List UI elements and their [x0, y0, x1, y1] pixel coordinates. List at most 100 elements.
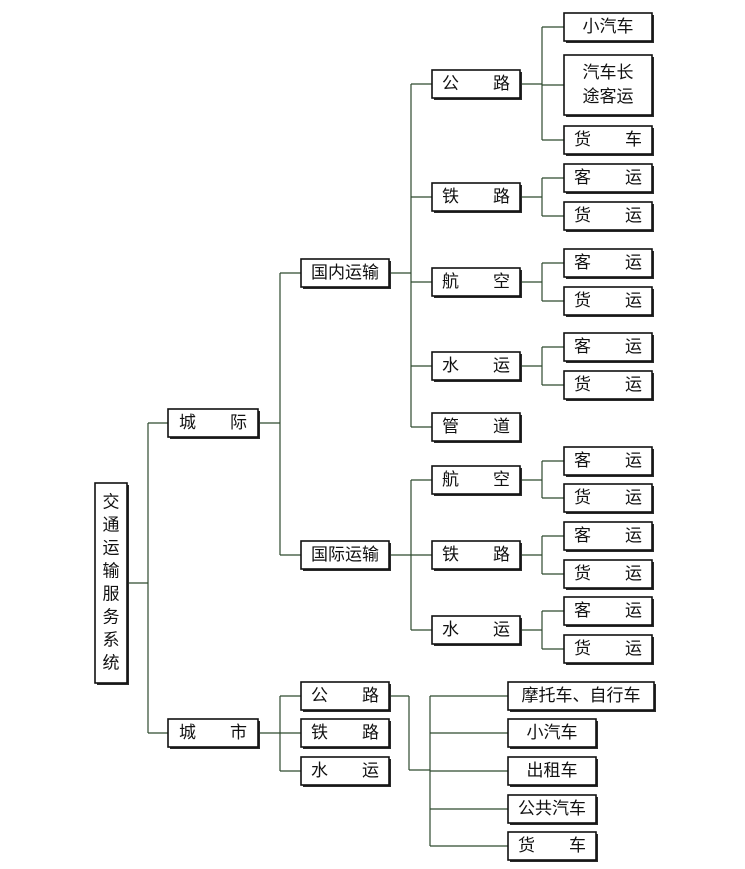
domestic-mode-1-box — [431, 182, 521, 212]
international-mode-1: 铁 路 — [431, 540, 522, 571]
international-mode-1-item-0-box — [563, 521, 653, 551]
international-mode-1-item-1-box — [563, 559, 653, 589]
urban-mode-1: 铁 路 — [300, 718, 391, 749]
international-mode-0-item-1-label: 货 运 — [574, 488, 642, 508]
domestic-mode-1: 铁 路 — [431, 182, 522, 213]
urban-road-item-2-box — [507, 756, 597, 786]
urban-mode-1-box — [300, 718, 390, 748]
domestic-mode-0-box — [431, 69, 521, 99]
domestic-mode-2-item-0: 客 运 — [563, 248, 654, 279]
root-node: 交通运输服务系统 — [94, 482, 129, 685]
international-mode-2-item-1-box — [563, 634, 653, 664]
domestic-mode-3-item-1: 货 运 — [563, 370, 654, 401]
domestic-mode-0-item-2-label: 货 车 — [574, 130, 642, 150]
domestic-mode-0-item-0: 小汽车 — [563, 12, 654, 43]
connector-lines — [127, 26, 564, 847]
urban-road-item-3: 公共汽车 — [507, 794, 598, 825]
domestic-mode-3-item-0-box — [563, 332, 653, 362]
domestic-mode-2: 航 空 — [431, 267, 522, 298]
international-node: 国际运输 — [300, 540, 391, 571]
urban-road-item-3-label: 公共汽车 — [518, 799, 586, 819]
international-mode-1-item-1-label: 货 运 — [574, 564, 642, 584]
international-mode-2-box — [431, 615, 521, 645]
domestic-mode-0-item-1: 汽车长途客运 — [563, 54, 654, 117]
domestic-mode-3-box — [431, 351, 521, 381]
intercity-node: 城 际 — [167, 408, 260, 439]
domestic-mode-3-item-0-label: 客 运 — [574, 337, 642, 357]
domestic-mode-4-label: 管 道 — [442, 417, 510, 437]
urban-road-item-3-box — [507, 794, 597, 824]
urban-road-item-0-box — [507, 681, 655, 711]
urban-road-item-2-label: 出租车 — [527, 761, 578, 781]
international-mode-0-item-0-box — [563, 446, 653, 476]
urban-road-item-0-label: 摩托车、自行车 — [522, 686, 641, 706]
domestic-node-label: 国内运输 — [311, 263, 379, 283]
urban-mode-1-label: 铁 路 — [311, 723, 379, 743]
international-mode-0: 航 空 — [431, 465, 522, 496]
international-mode-0-item-1-box — [563, 483, 653, 513]
domestic-mode-3-item-1-label: 货 运 — [574, 375, 642, 395]
urban-road-item-4-box — [507, 831, 597, 861]
international-node-box — [300, 540, 390, 570]
urban-mode-0: 公 路 — [300, 681, 391, 712]
domestic-mode-3-label: 水 运 — [442, 356, 510, 376]
urban-mode-0-label: 公 路 — [311, 686, 379, 706]
domestic-mode-1-item-0-label: 客 运 — [574, 168, 642, 188]
urban-road-item-2: 出租车 — [507, 756, 598, 787]
international-mode-0-item-0-label: 客 运 — [574, 451, 642, 471]
domestic-mode-1-label: 铁 路 — [442, 187, 510, 207]
domestic-mode-2-item-0-label: 客 运 — [574, 253, 642, 273]
domestic-mode-2-item-1: 货 运 — [563, 286, 654, 317]
domestic-node-box — [300, 258, 390, 288]
international-mode-0-box — [431, 465, 521, 495]
domestic-mode-0-item-2: 货 车 — [563, 125, 654, 156]
domestic-mode-3-item-1-box — [563, 370, 653, 400]
international-mode-1-item-1: 货 运 — [563, 559, 654, 590]
urban-road-item-1-label: 小汽车 — [527, 723, 578, 743]
domestic-mode-3-item-0: 客 运 — [563, 332, 654, 363]
international-mode-0-item-1: 货 运 — [563, 483, 654, 514]
domestic-mode-2-item-1-box — [563, 286, 653, 316]
international-mode-2-item-1: 货 运 — [563, 634, 654, 665]
urban-mode-2: 水 运 — [300, 756, 391, 787]
urban-road-item-1: 小汽车 — [507, 718, 598, 749]
domestic-mode-3: 水 运 — [431, 351, 522, 382]
international-mode-1-item-0-label: 客 运 — [574, 526, 642, 546]
domestic-mode-0-item-1-label: 汽车长途客运 — [583, 63, 634, 107]
urban-mode-0-box — [300, 681, 390, 711]
international-node-label: 国际运输 — [311, 545, 379, 565]
intercity-node-label: 城 际 — [179, 413, 247, 433]
domestic-mode-4-box — [431, 412, 521, 442]
urban-road-item-4: 货 车 — [507, 831, 598, 862]
international-mode-2-item-0-label: 客 运 — [574, 601, 642, 621]
domestic-mode-0-item-1-box — [563, 54, 653, 116]
urban-mode-2-box — [300, 756, 390, 786]
international-mode-1-box — [431, 540, 521, 570]
international-mode-0-item-0: 客 运 — [563, 446, 654, 477]
domestic-mode-0-item-0-box — [563, 12, 653, 42]
domestic-mode-2-item-1-label: 货 运 — [574, 291, 642, 311]
domestic-mode-0-item-0-label: 小汽车 — [583, 17, 634, 37]
urban-node-box — [167, 718, 259, 748]
domestic-mode-1-item-1-label: 货 运 — [574, 206, 642, 226]
domestic-mode-2-label: 航 空 — [442, 272, 510, 292]
international-mode-2-item-0-box — [563, 596, 653, 626]
international-mode-0-label: 航 空 — [442, 470, 510, 490]
urban-node-label: 城 市 — [179, 723, 247, 743]
urban-road-item-1-box — [507, 718, 597, 748]
urban-road-item-4-label: 货 车 — [518, 836, 586, 856]
domestic-mode-4: 管 道 — [431, 412, 522, 443]
domestic-node: 国内运输 — [300, 258, 391, 289]
domestic-mode-1-item-1-box — [563, 201, 653, 231]
domestic-mode-1-item-0: 客 运 — [563, 163, 654, 194]
international-mode-2-item-1-label: 货 运 — [574, 639, 642, 659]
international-mode-1-item-0: 客 运 — [563, 521, 654, 552]
domestic-mode-0: 公 路 — [431, 69, 522, 100]
domestic-mode-2-item-0-box — [563, 248, 653, 278]
domestic-mode-1-item-0-box — [563, 163, 653, 193]
intercity-node-box — [167, 408, 259, 438]
root-node-box — [94, 482, 128, 684]
domestic-mode-2-box — [431, 267, 521, 297]
